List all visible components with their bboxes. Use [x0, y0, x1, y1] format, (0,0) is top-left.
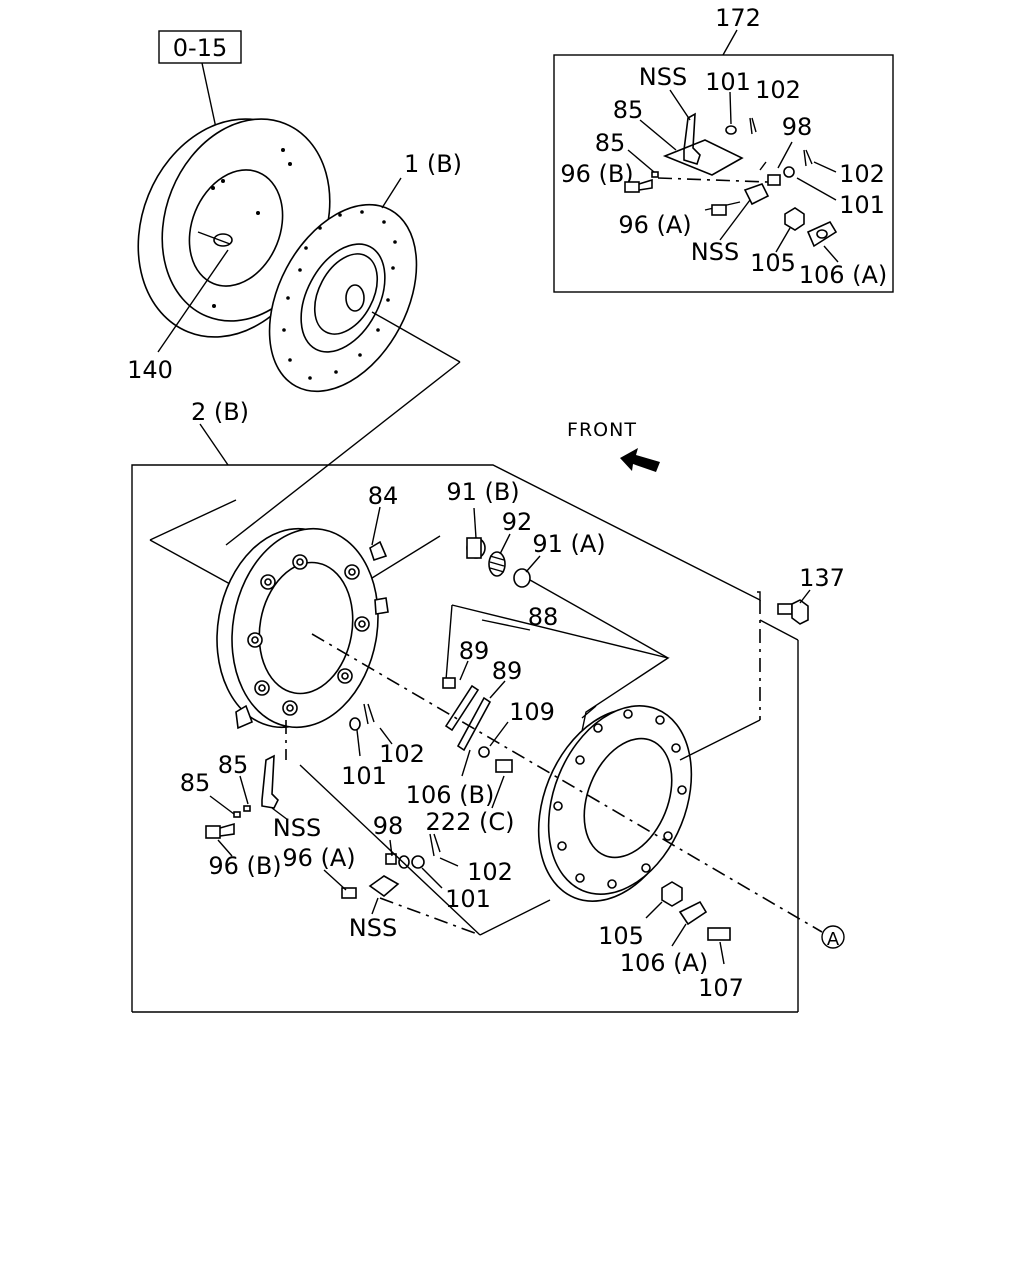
- inset-box-172: 172 NSS 101 102 85 85 96 (B) 98 102 101 …: [553, 4, 894, 293]
- box-label-101-top: 101: [705, 68, 751, 96]
- label-107: 107: [698, 974, 744, 1002]
- ref-circle-a-label: A: [827, 929, 840, 950]
- bolt-137: [777, 599, 809, 625]
- label-92: 92: [502, 508, 533, 536]
- pressure-plate: [537, 705, 693, 902]
- box-label-101-right: 101: [839, 191, 885, 219]
- label-102-lower: 102: [467, 858, 513, 886]
- box-label-96a: 96 (A): [618, 211, 691, 239]
- box-label-nss-bot: NSS: [691, 238, 739, 266]
- label-98: 98: [373, 812, 404, 840]
- spring-set: [371, 535, 669, 659]
- label-102: 102: [379, 740, 425, 768]
- label-96a: 96 (A): [282, 844, 355, 872]
- label-nss-1: NSS: [273, 814, 321, 842]
- label-85-b: 85: [180, 769, 211, 797]
- box-label-85-mid: 85: [595, 129, 626, 157]
- label-106b: 106 (B): [406, 781, 495, 809]
- box-label-102-top: 102: [755, 76, 801, 104]
- label-nss-2: NSS: [349, 914, 397, 942]
- box-label-106a: 106 (A): [799, 261, 888, 289]
- label-91a: 91 (A): [532, 530, 605, 558]
- bolt-107: [707, 927, 731, 941]
- ref-circle-a: [821, 925, 845, 949]
- label-222c: 222 (C): [426, 808, 515, 836]
- label-1b: 1 (B): [404, 150, 462, 178]
- label-140: 140: [127, 356, 173, 384]
- label-109: 109: [509, 698, 555, 726]
- box-label-102-right: 102: [839, 160, 885, 188]
- front-label: FRONT: [567, 419, 637, 441]
- label-101: 101: [341, 762, 387, 790]
- box-label-85-top: 85: [613, 96, 644, 124]
- label-89-b: 89: [492, 657, 523, 685]
- label-101-lower: 101: [445, 885, 491, 913]
- label-105: 105: [598, 922, 644, 950]
- pressure-plate-frame: [131, 464, 799, 1013]
- clutch-disc: [268, 203, 418, 393]
- label-137: 137: [799, 564, 845, 592]
- box-label-105: 105: [750, 249, 796, 277]
- ref-box-label: 0-15: [173, 34, 227, 62]
- front-arrow-icon: [620, 448, 660, 472]
- adjuster-group: [341, 833, 441, 899]
- box-label-nss-top: NSS: [639, 63, 687, 91]
- box-label-98: 98: [782, 113, 813, 141]
- pressure-cover: [216, 527, 389, 730]
- ref-box-0-15[interactable]: 0-15: [158, 30, 242, 64]
- box-label-96b: 96 (B): [560, 160, 633, 188]
- nut-105: [661, 881, 683, 907]
- label-172: 172: [715, 4, 761, 32]
- label-88: 88: [528, 603, 559, 631]
- label-91b: 91 (B): [446, 478, 519, 506]
- label-84: 84: [368, 482, 399, 510]
- label-96b: 96 (B): [208, 852, 281, 880]
- label-106a: 106 (A): [620, 949, 709, 977]
- label-85-a: 85: [218, 751, 249, 779]
- label-2b: 2 (B): [191, 398, 249, 426]
- lever-group: [205, 754, 279, 839]
- label-89-a: 89: [459, 637, 490, 665]
- washer-106a: [678, 900, 708, 926]
- strap-plates-89: [442, 677, 513, 773]
